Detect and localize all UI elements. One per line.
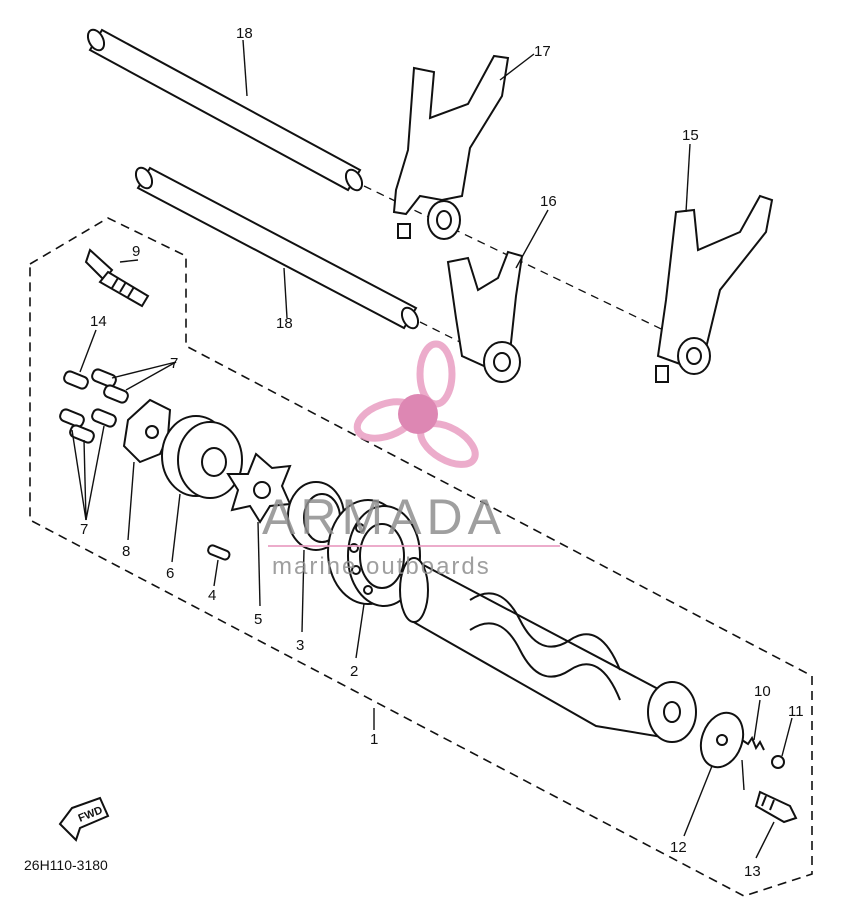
shift-fork-15 bbox=[655, 194, 774, 383]
callout-18-lower: 18 bbox=[276, 315, 293, 332]
callout-3: 3 bbox=[296, 637, 304, 654]
pins-group-lower bbox=[59, 408, 117, 444]
callout-18-upper: 18 bbox=[236, 25, 253, 42]
screw-9 bbox=[84, 248, 150, 308]
callout-7-lower: 7 bbox=[80, 521, 88, 538]
callout-16: 16 bbox=[540, 193, 557, 210]
callout-17: 17 bbox=[534, 43, 551, 60]
armada-watermark: ARMADA marine outboards bbox=[262, 340, 560, 580]
watermark-brand: ARMADA bbox=[262, 489, 506, 545]
callout-9: 9 bbox=[132, 243, 140, 260]
callout-12: 12 bbox=[670, 839, 687, 856]
callout-6: 6 bbox=[166, 565, 174, 582]
spring-10 bbox=[741, 735, 765, 751]
callout-13: 13 bbox=[744, 863, 761, 880]
fwd-direction-badge: FWD bbox=[58, 796, 110, 842]
dowel-pin-4 bbox=[207, 544, 231, 561]
axis-line-lower bbox=[419, 321, 461, 343]
callout-1: 1 bbox=[370, 731, 378, 748]
callout-10: 10 bbox=[754, 683, 771, 700]
callout-14: 14 bbox=[90, 313, 107, 330]
shift-drum-1 bbox=[399, 557, 697, 743]
segment-6 bbox=[161, 415, 243, 499]
leader-lines bbox=[71, 39, 793, 859]
pins-group-upper bbox=[63, 368, 129, 404]
shift-fork-17 bbox=[392, 54, 510, 240]
callout-11: 11 bbox=[788, 703, 804, 720]
segment-5 bbox=[226, 452, 292, 524]
diagram-code: 26H110-3180 bbox=[24, 857, 108, 873]
pin-11 bbox=[771, 755, 785, 769]
callout-7-upper: 7 bbox=[170, 355, 178, 372]
callout-15: 15 bbox=[682, 127, 699, 144]
callout-2: 2 bbox=[350, 663, 358, 680]
propeller-logo-icon bbox=[353, 340, 479, 468]
callout-5: 5 bbox=[254, 611, 262, 628]
watermark-tagline: marine outboards bbox=[272, 553, 491, 580]
callout-8: 8 bbox=[122, 543, 130, 560]
callout-4: 4 bbox=[208, 587, 216, 604]
screw-13 bbox=[754, 790, 798, 824]
shift-fork-16 bbox=[446, 250, 524, 383]
shift-fork-shaft-lower bbox=[134, 166, 420, 330]
bearing-2 bbox=[327, 499, 421, 607]
shift-fork-shaft-upper bbox=[86, 28, 364, 192]
